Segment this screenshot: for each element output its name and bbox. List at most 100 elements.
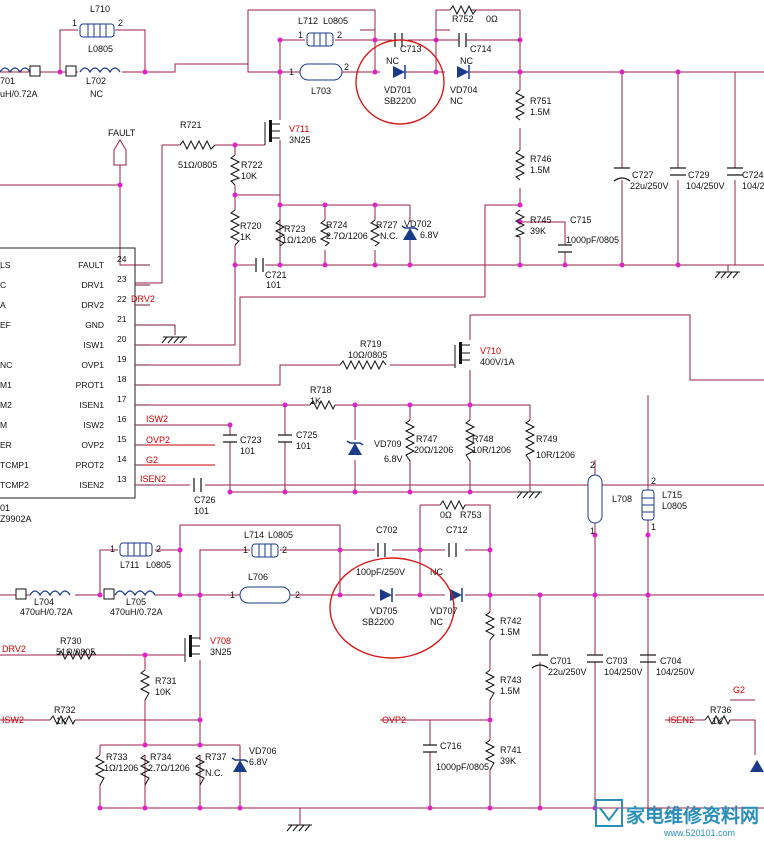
r742-value: 1.5M <box>500 627 520 637</box>
r722-ref: R722 <box>241 160 263 170</box>
l711-value: L0805 <box>146 560 171 570</box>
capacitor-c727: C727 22u/250V <box>613 167 669 191</box>
c704-ref: C704 <box>660 656 682 666</box>
inductor-l708: 2 1 L708 <box>587 460 632 536</box>
c716-ref: C716 <box>440 741 462 751</box>
ic-left-pin-2: C <box>0 280 6 290</box>
inductor-l704: L704 470uH/0.72A <box>15 588 73 617</box>
net-g2-right: G2 <box>733 685 745 695</box>
vd705-ref: VD705 <box>370 606 398 616</box>
ic-left-pin-1: LS <box>0 260 11 270</box>
resistor-r743: R743 1.5M <box>484 669 522 701</box>
c701-ref: C701 <box>550 656 572 666</box>
l703-pin2: 2 <box>344 62 349 72</box>
l711-pin2: 2 <box>156 544 161 554</box>
watermark-text: 家电维修资料网 <box>626 804 759 827</box>
v710-value: 400V/1A <box>480 357 515 367</box>
resistor-r748: R748 10R/1206 <box>464 419 511 462</box>
resistor-r747: R747 20Ω/1206 <box>404 419 453 462</box>
v708-value: 3N25 <box>210 647 232 657</box>
vd702-value: 6.8V <box>420 230 439 240</box>
r719-ref: R719 <box>360 339 382 349</box>
vd709-ref: VD709 <box>374 439 402 449</box>
mosfet-v711: V711 3N25 <box>264 120 311 145</box>
l705-value: 470uH/0.72A <box>110 607 163 617</box>
inductor-l702: L702 NC <box>65 65 121 99</box>
r730-ref: R730 <box>60 636 82 646</box>
resistor-r718: R718 1K <box>309 385 336 411</box>
resistor-r752: R752 0Ω <box>449 4 498 24</box>
r747-value: 20Ω/1206 <box>414 445 453 455</box>
capacitor-c716: C716 1000pF/0805 <box>423 741 489 772</box>
c715-value: 1000pF/0805 <box>566 235 619 245</box>
ic-left-pin-11: TCMP2 <box>0 480 29 490</box>
l706-pin1: 1 <box>230 590 235 600</box>
r731-ref: R731 <box>155 676 177 686</box>
inductor-l714: L714 L0805 1 2 <box>243 530 293 558</box>
l710-ref: L710 <box>90 4 110 14</box>
l708-pin2: 2 <box>590 460 595 470</box>
net-isen2-right: ISEN2 <box>668 715 694 725</box>
resistor-r737: R737 N.C. <box>194 752 227 786</box>
r734-value: 2.7Ω/1206 <box>148 763 190 773</box>
r724-value: 2.7Ω/1206 <box>326 231 368 241</box>
net-isen2-top: ISEN2 <box>140 474 166 484</box>
r722-value: 10K <box>241 171 257 181</box>
ic-pin-name-18: PROT1 <box>76 380 105 390</box>
resistor-r745: R745 39K <box>514 209 552 238</box>
c721-ref: C721 <box>265 270 287 280</box>
l710-pin2: 2 <box>118 18 123 28</box>
r749-ref: R749 <box>536 434 558 444</box>
vd704-note: NC <box>460 56 473 66</box>
mosfet-v710: V710 400V/1A <box>454 342 515 368</box>
vd707-value: NC <box>430 617 443 627</box>
zener-vd702: VD702 6.8V <box>401 219 439 240</box>
r748-ref: R748 <box>472 434 494 444</box>
resistor-r742: R742 1.5M <box>484 611 522 641</box>
ic-pin-num-14: 14 <box>117 454 127 464</box>
l701-value: uH/0.72A <box>0 89 38 99</box>
ic-pin-name-22: DRV2 <box>81 300 104 310</box>
v711-ref: V711 <box>289 124 309 134</box>
c714-ref: C714 <box>470 44 492 54</box>
vd706-value: 6.8V <box>249 757 268 767</box>
inductor-l705: L705 470uH/0.72A <box>103 588 163 617</box>
r752-ref: R752 <box>452 14 474 24</box>
inductor-l715: 2 1 L715 L0805 <box>641 476 687 532</box>
r719-value: 10Ω/0805 <box>348 350 387 360</box>
c702-ref: C702 <box>376 525 398 535</box>
l708-ref: L708 <box>612 494 632 504</box>
r727-value: N.C. <box>380 231 398 241</box>
ic-ref: 01 <box>0 503 10 513</box>
r734-ref: R734 <box>150 752 172 762</box>
r730-value: 51Ω/0805 <box>56 647 95 657</box>
vd701-note: NC <box>386 56 399 66</box>
l714-ref: L714 <box>244 530 264 540</box>
vd701-value: SB2200 <box>384 96 416 106</box>
ic-pin-name-15: OVP2 <box>81 440 104 450</box>
r753-value: 0Ω <box>440 510 452 520</box>
ic-pin-name-23: DRV1 <box>81 280 104 290</box>
c725-ref: C725 <box>296 430 318 440</box>
ic-left-pin-10: TCMP1 <box>0 460 29 470</box>
inductor-l701: 701 uH/0.72A <box>0 65 41 99</box>
net-ovp2-top: OVP2 <box>146 435 170 445</box>
r732-value: 1K <box>56 716 67 726</box>
highlight-circle-top <box>355 39 445 125</box>
ic-pin-name-14: PROT2 <box>76 460 105 470</box>
ic-pin-name-24: FAULT <box>78 260 104 270</box>
resistor-r732: R732 1K <box>49 705 76 726</box>
l703-ref: L703 <box>311 86 331 96</box>
r742-ref: R742 <box>500 616 522 626</box>
v708-ref: V708 <box>210 636 231 646</box>
r718-ref: R718 <box>310 385 332 395</box>
r747-ref: R747 <box>416 434 438 444</box>
resistor-r736: R736 1K <box>704 705 732 726</box>
r737-ref: R737 <box>205 752 227 762</box>
l712-pin2: 2 <box>337 30 342 40</box>
ic-pin-name-17: ISEN1 <box>79 400 104 410</box>
ic-left-pin-4: EF <box>0 320 11 330</box>
r743-ref: R743 <box>500 675 522 685</box>
c723-value: 101 <box>240 446 255 456</box>
capacitor-c725: C725 101 <box>278 430 318 451</box>
